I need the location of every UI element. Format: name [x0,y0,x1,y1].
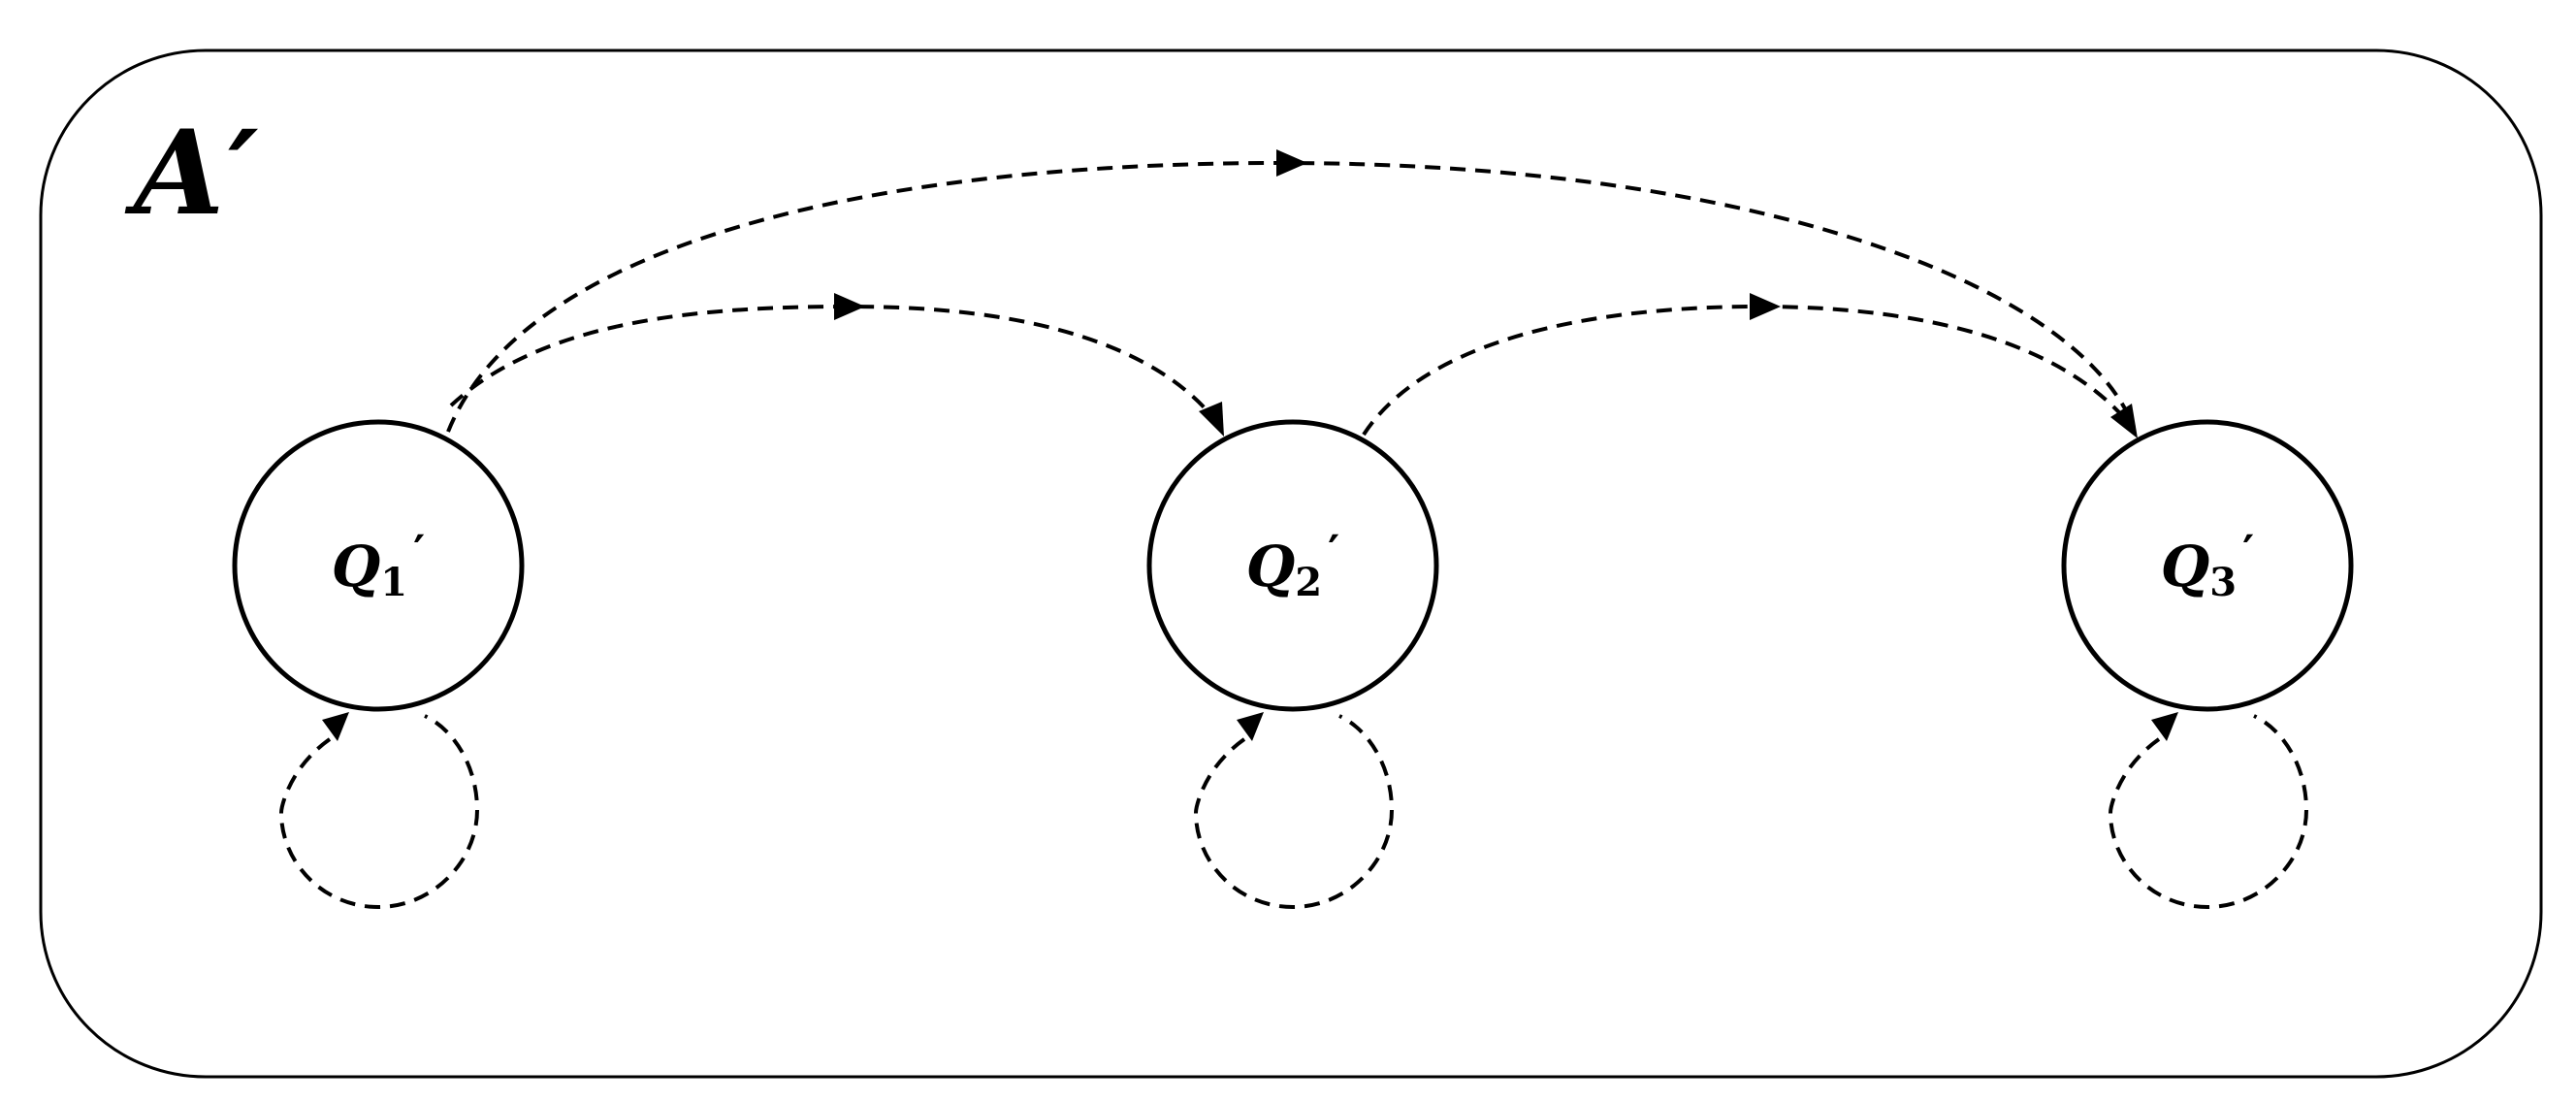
state-q2: Q2′ [1146,419,1439,712]
state-q3: Q3′ [2061,419,2354,712]
frame-label-base: A [124,105,224,242]
state-q1-circle [232,419,525,712]
state-q2-label: Q2′ [1246,525,1340,605]
edge-q1-to-q2-mid-arrowhead [834,293,865,320]
self-loop-q3 [2108,714,2309,910]
self-loop-q1 [278,714,480,910]
state-q3-prime: ′ [2242,525,2254,577]
state-q1-label: Q1′ [332,525,426,605]
self-loop-q1-arrowhead [322,712,349,741]
state-q2-circle [1146,419,1439,712]
state-q1-prime: ′ [413,525,425,577]
self-loop-q3-arrowhead [2151,712,2178,741]
state-q1: Q1′ [232,419,525,712]
self-loop-q2-arrowhead [1237,712,1264,741]
frame-label-prime: ′ [228,105,259,242]
edge-into-q3-arrowhead [2110,404,2138,438]
self-loop-q2 [1193,714,1395,910]
state-q3-label: Q3′ [2161,525,2255,605]
state-q2-subscript: 2 [1295,560,1322,605]
state-q2-base: Q [1246,534,1296,600]
edge-q1-to-q3-mid-arrowhead [1276,149,1307,177]
state-q2-prime: ′ [1328,525,1339,577]
state-q3-circle [2061,419,2354,712]
state-q3-subscript: 3 [2209,560,2237,605]
state-q1-base: Q [332,534,381,600]
edge-q1-to-q2 [449,304,1226,434]
state-q3-base: Q [2161,534,2210,600]
edge-q1-to-q2-end-arrowhead [1199,402,1224,437]
frame-label: A′ [124,105,259,242]
state-q1-subscript: 1 [380,560,407,605]
edge-q2-to-q3-mid-arrowhead [1750,293,1781,320]
